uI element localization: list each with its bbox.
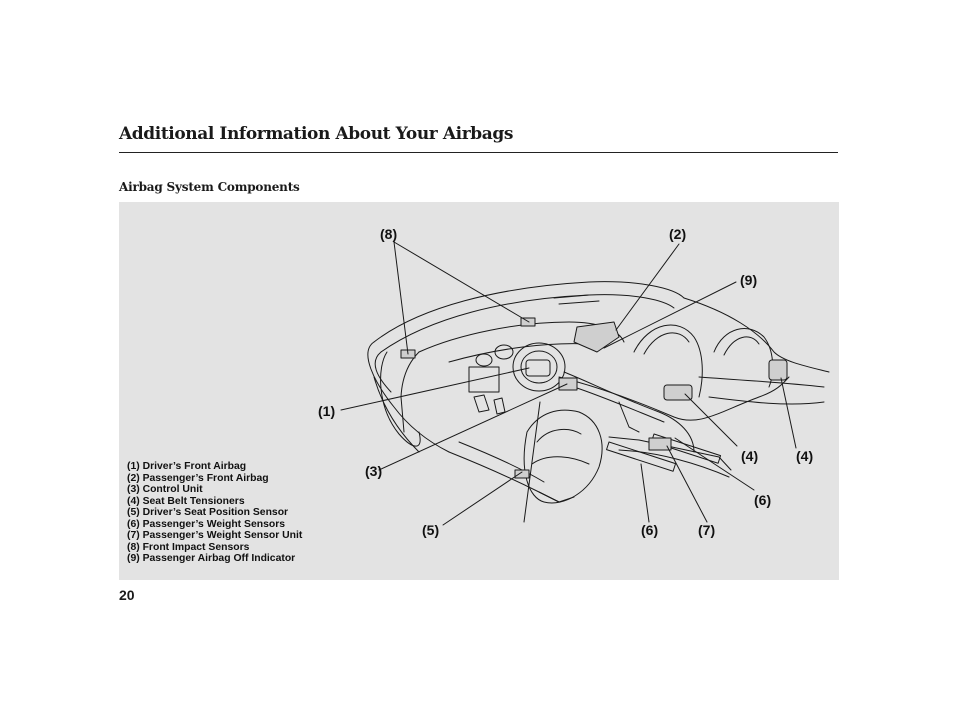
callout-8: (8) [380,226,398,242]
callout-5: (5) [422,522,440,538]
legend-item: (3) Control Unit [127,484,203,495]
legend-item: (2) Passenger’s Front Airbag [127,472,269,484]
legend-item: (1) Driver’s Front Airbag [127,461,247,472]
legend-item: (6) Passenger’s Weight Sensors [127,518,286,530]
title-rule [119,152,838,153]
legend-item: (5) Driver’s Seat Position Sensor [127,507,289,518]
page-title: Additional Information About Your Airbag… [119,124,514,144]
car-interior-illustration [340,241,830,526]
callout-1: (1) [318,403,336,419]
component-legend: (1) Driver’s Front Airbag (2) Passenger’… [127,461,302,565]
page-number: 20 [119,587,135,603]
legend-item: (8) Front Impact Sensors [127,541,250,553]
legend-item: (7) Passenger’s Weight Sensor Unit [127,530,303,541]
legend-item: (9) Passenger Airbag Off Indicator [127,553,296,564]
callout-9: (9) [740,272,758,288]
callout-2: (2) [669,226,687,242]
airbag-components-figure: (8) (2) (9) (1) (3) (4) (4) (6) (5) (6) … [119,202,839,580]
callout-6a: (6) [641,522,659,538]
section-title: Airbag System Components [119,180,300,194]
legend-item: (4) Seat Belt Tensioners [127,495,245,507]
callout-4b: (4) [796,448,814,464]
callout-7: (7) [698,522,716,538]
callout-4a: (4) [741,448,759,464]
callout-3: (3) [365,463,383,479]
callout-6b: (6) [754,492,772,508]
